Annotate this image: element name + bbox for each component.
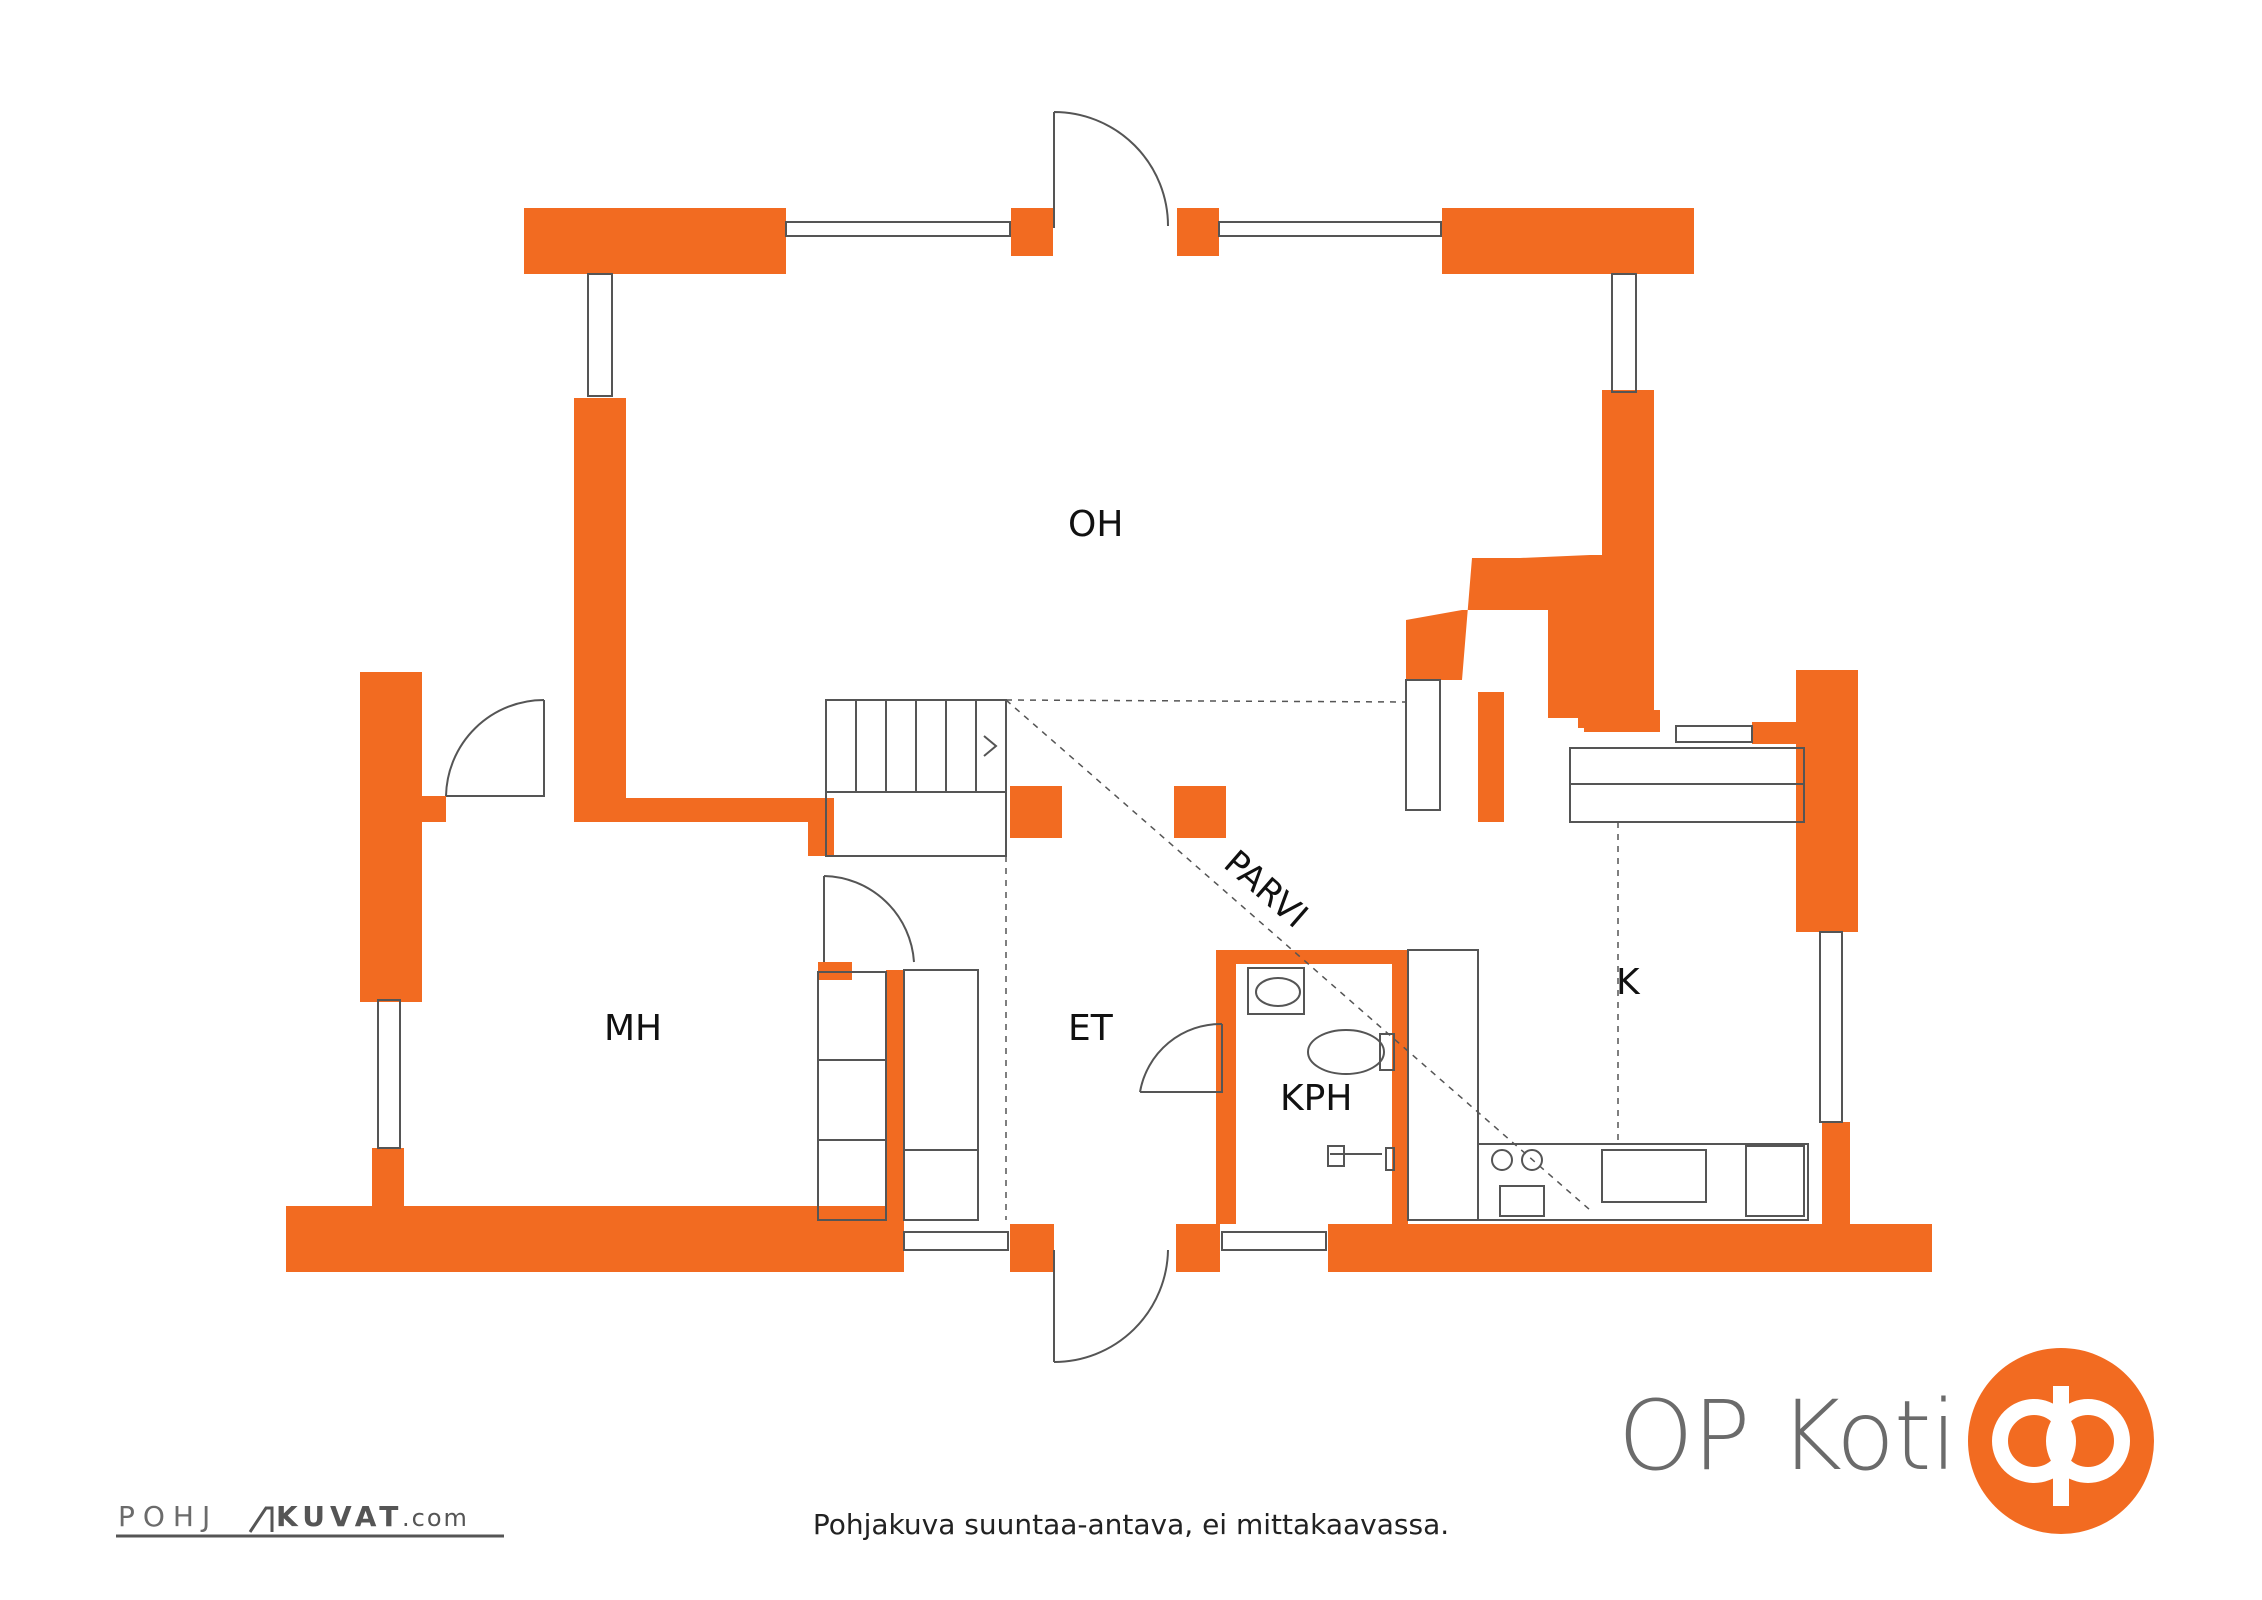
- room-label-k: K: [1616, 962, 1641, 1003]
- room-label-parvi: PARVI: [1216, 843, 1315, 937]
- credit-domain: .com: [402, 1504, 469, 1532]
- dashed-lines: [1005, 699, 1619, 1220]
- credit-right: KUVAT: [276, 1500, 403, 1533]
- room-label-mh: MH: [604, 1008, 662, 1049]
- disclaimer-note: Pohjakuva suuntaa-antava, ei mittakaavas…: [812, 1508, 1450, 1541]
- brand-name: OP Koti: [1618, 1380, 1957, 1492]
- op-logo-icon: [1968, 1348, 2154, 1534]
- fixtures: [377, 111, 1843, 1363]
- credit-left: POHJ: [118, 1500, 218, 1533]
- walls: [286, 208, 1932, 1272]
- pohjakuvat-credit: POHJ KUVAT .com: [116, 1500, 504, 1538]
- room-label-et: ET: [1068, 1008, 1114, 1049]
- room-label-oh: OH: [1068, 504, 1123, 545]
- room-label-kph: KPH: [1280, 1078, 1352, 1119]
